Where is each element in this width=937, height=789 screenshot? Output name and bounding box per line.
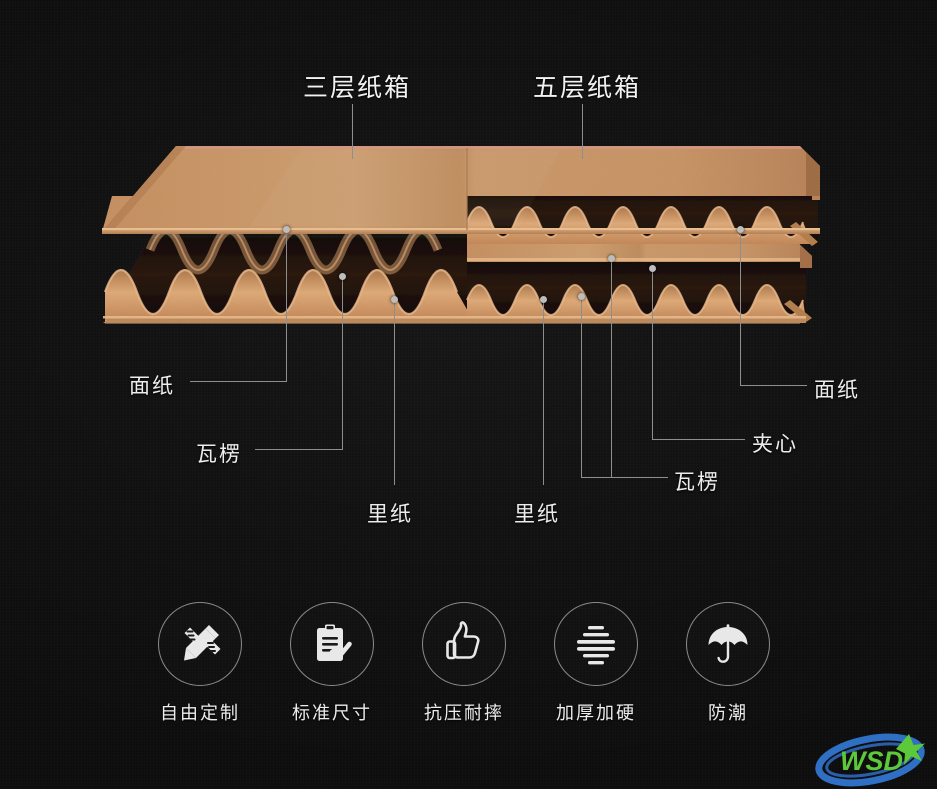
anchor-dot-right-face-paper (737, 226, 744, 233)
leader-left-face-paper-v (286, 230, 287, 381)
leader-right-inner-paper-v (543, 300, 544, 485)
anchor-dot-right-inner-paper (540, 296, 547, 303)
leader-left-face-paper-h (190, 381, 287, 382)
label-right-face-paper: 面纸 (814, 379, 860, 402)
label-left-corrugated: 瓦楞 (196, 443, 242, 466)
brand-logo[interactable]: WSD (812, 729, 934, 789)
anchor-dot-left-face-paper (283, 226, 290, 233)
heading-three-layer-leader (352, 104, 353, 159)
leader-right-corrugated-h (581, 477, 668, 478)
stacked-layers-icon (577, 626, 615, 665)
heading-five-layer-leader (582, 104, 583, 159)
leader-right-core-h (652, 439, 745, 440)
leader-left-corrugated-h (255, 449, 343, 450)
label-left-inner-paper: 里纸 (367, 503, 413, 526)
leader-right-face-paper-v (740, 230, 741, 385)
leader-right-core-v (652, 269, 653, 439)
anchor-dot-right-corrugated-upper (608, 255, 615, 262)
leader-right-corrugated-upper-v (611, 259, 612, 477)
leader-left-corrugated-v (342, 277, 343, 449)
feature-item-custom[interactable]: 自由定制 (156, 602, 244, 725)
leader-right-corrugated-lower-v (581, 297, 582, 477)
feature-label-custom: 自由定制 (160, 703, 240, 723)
feature-item-moisture-proof[interactable]: 防潮 (684, 602, 772, 725)
feature-circle-moisture-proof[interactable] (686, 602, 770, 686)
feature-item-compression[interactable]: 抗压耐摔 (420, 602, 508, 725)
label-right-inner-paper: 里纸 (514, 503, 560, 526)
leader-left-inner-paper-v (394, 300, 395, 485)
leader-right-face-paper-h (740, 385, 807, 386)
feature-label-standard-size: 标准尺寸 (292, 703, 372, 723)
pencil-ruler-icon (184, 625, 221, 661)
anchor-dot-right-corrugated-lower (578, 293, 585, 300)
feature-circle-custom[interactable] (158, 602, 242, 686)
feature-item-standard-size[interactable]: 标准尺寸 (288, 602, 376, 725)
feature-label-compression: 抗压耐摔 (424, 703, 504, 723)
label-right-core: 夹心 (752, 433, 798, 456)
feature-circle-compression[interactable] (422, 602, 506, 686)
feature-circle-standard-size[interactable] (290, 602, 374, 686)
label-right-corrugated: 瓦楞 (674, 471, 720, 494)
heading-three-layer: 三层纸箱 (303, 74, 412, 102)
logo-text: WSD (840, 746, 903, 776)
thumbs-up-icon (446, 621, 480, 660)
heading-five-layer: 五层纸箱 (533, 74, 642, 102)
anchor-dot-right-core (649, 265, 656, 272)
feature-label-thickness: 加厚加硬 (556, 703, 636, 723)
wsd-swoosh-star-logo: WSD (815, 733, 925, 787)
feature-item-thickness[interactable]: 加厚加硬 (552, 602, 640, 725)
umbrella-icon (708, 624, 748, 663)
feature-circle-thickness[interactable] (554, 602, 638, 686)
anchor-dot-left-corrugated (339, 273, 346, 280)
label-left-face-paper: 面纸 (129, 375, 175, 398)
feature-label-moisture-proof: 防潮 (708, 703, 748, 723)
anchor-dot-left-inner-paper (391, 296, 398, 303)
clipboard-check-icon (317, 624, 352, 661)
